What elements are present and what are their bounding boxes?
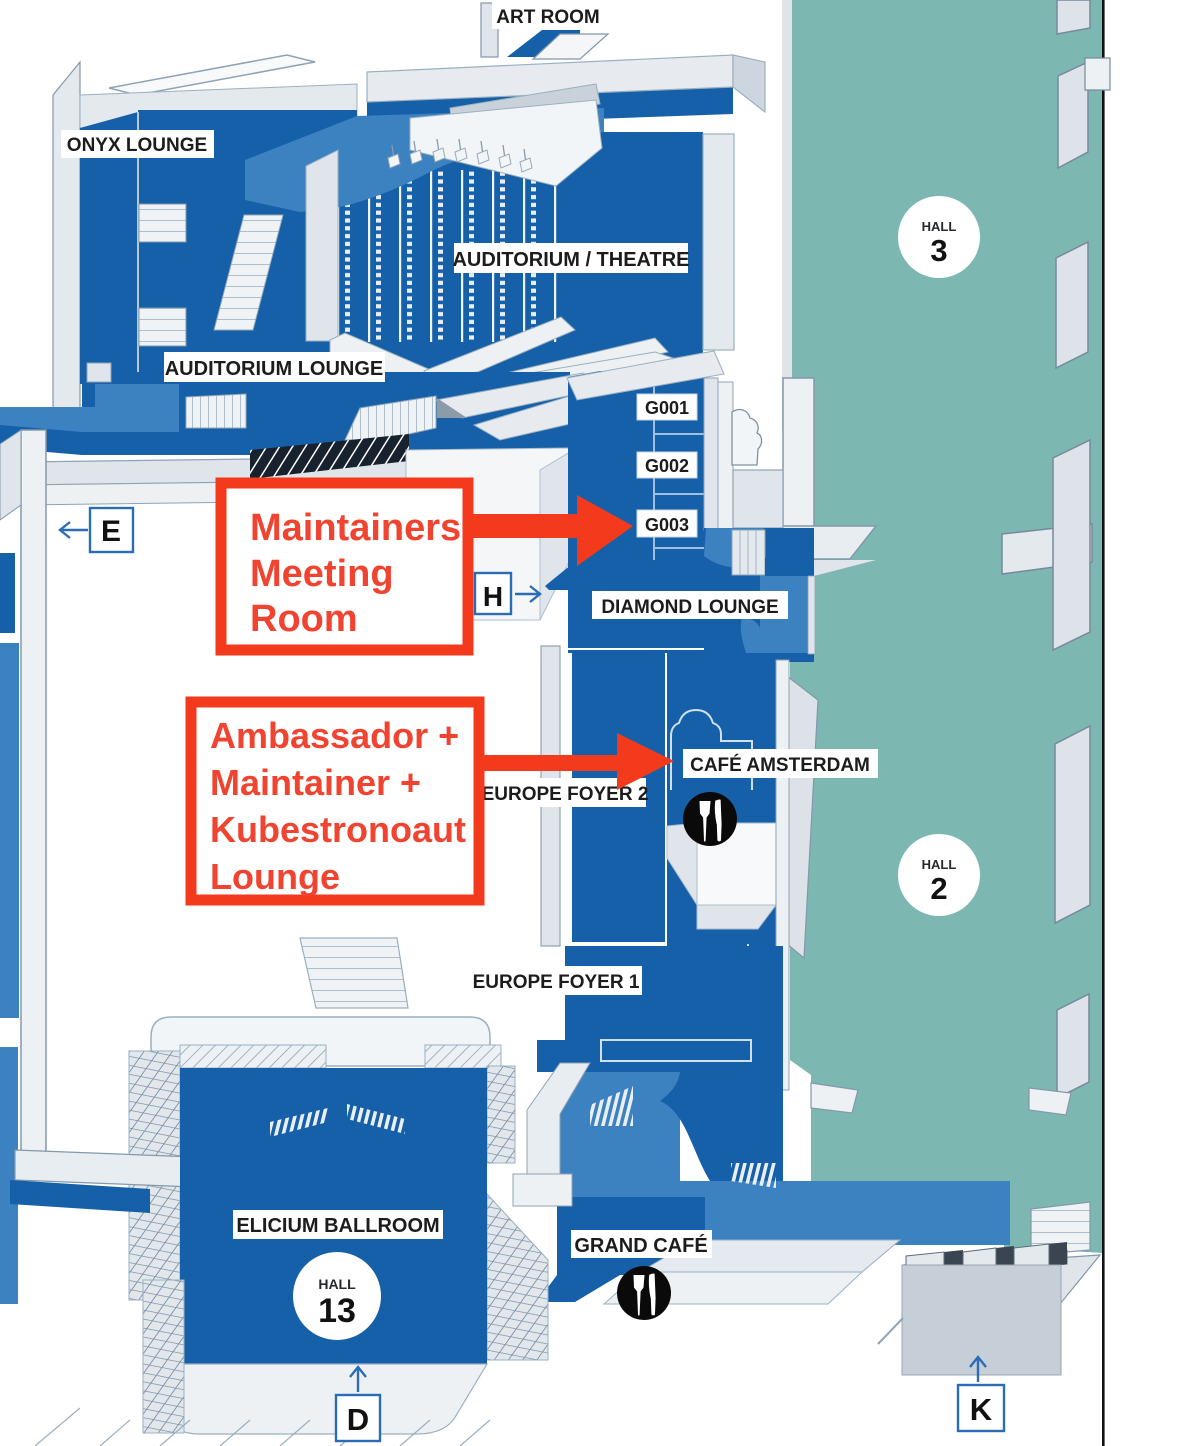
svg-text:DIAMOND LOUNGE: DIAMOND LOUNGE: [601, 597, 778, 618]
svg-text:3: 3: [930, 233, 947, 268]
svg-text:2: 2: [930, 871, 947, 906]
svg-text:AUDITORIUM / THEATRE: AUDITORIUM / THEATRE: [452, 249, 689, 271]
svg-text:Ambassador +: Ambassador +: [210, 715, 459, 756]
svg-text:Maintainer +: Maintainer +: [210, 762, 421, 803]
svg-text:Room: Room: [250, 598, 358, 640]
svg-text:K: K: [970, 1392, 993, 1427]
svg-text:Kubestronoaut: Kubestronoaut: [210, 809, 466, 850]
svg-text:E: E: [101, 515, 121, 548]
svg-text:G001: G001: [645, 398, 689, 418]
svg-text:HALL: HALL: [922, 857, 957, 872]
svg-text:H: H: [483, 581, 503, 612]
svg-text:HALL: HALL: [318, 1276, 356, 1292]
svg-text:EUROPE FOYER 2: EUROPE FOYER 2: [482, 784, 649, 805]
svg-text:ART ROOM: ART ROOM: [496, 7, 599, 28]
svg-text:Lounge: Lounge: [210, 856, 340, 897]
svg-text:G002: G002: [645, 456, 689, 476]
svg-text:ONYX LOUNGE: ONYX LOUNGE: [67, 135, 207, 156]
svg-text:HALL: HALL: [922, 219, 957, 234]
svg-text:D: D: [347, 1402, 369, 1437]
svg-text:EUROPE FOYER 1: EUROPE FOYER 1: [473, 972, 640, 993]
svg-text:G003: G003: [645, 515, 689, 535]
svg-text:GRAND CAFÉ: GRAND CAFÉ: [574, 1234, 707, 1257]
svg-text:ELICIUM BALLROOM: ELICIUM BALLROOM: [236, 1215, 439, 1237]
svg-text:13: 13: [318, 1292, 356, 1330]
svg-text:AUDITORIUM LOUNGE: AUDITORIUM LOUNGE: [165, 358, 384, 380]
svg-text:Meeting: Meeting: [250, 553, 394, 595]
svg-text:Maintainers: Maintainers: [250, 507, 461, 549]
svg-text:CAFÉ AMSTERDAM: CAFÉ AMSTERDAM: [690, 754, 870, 776]
